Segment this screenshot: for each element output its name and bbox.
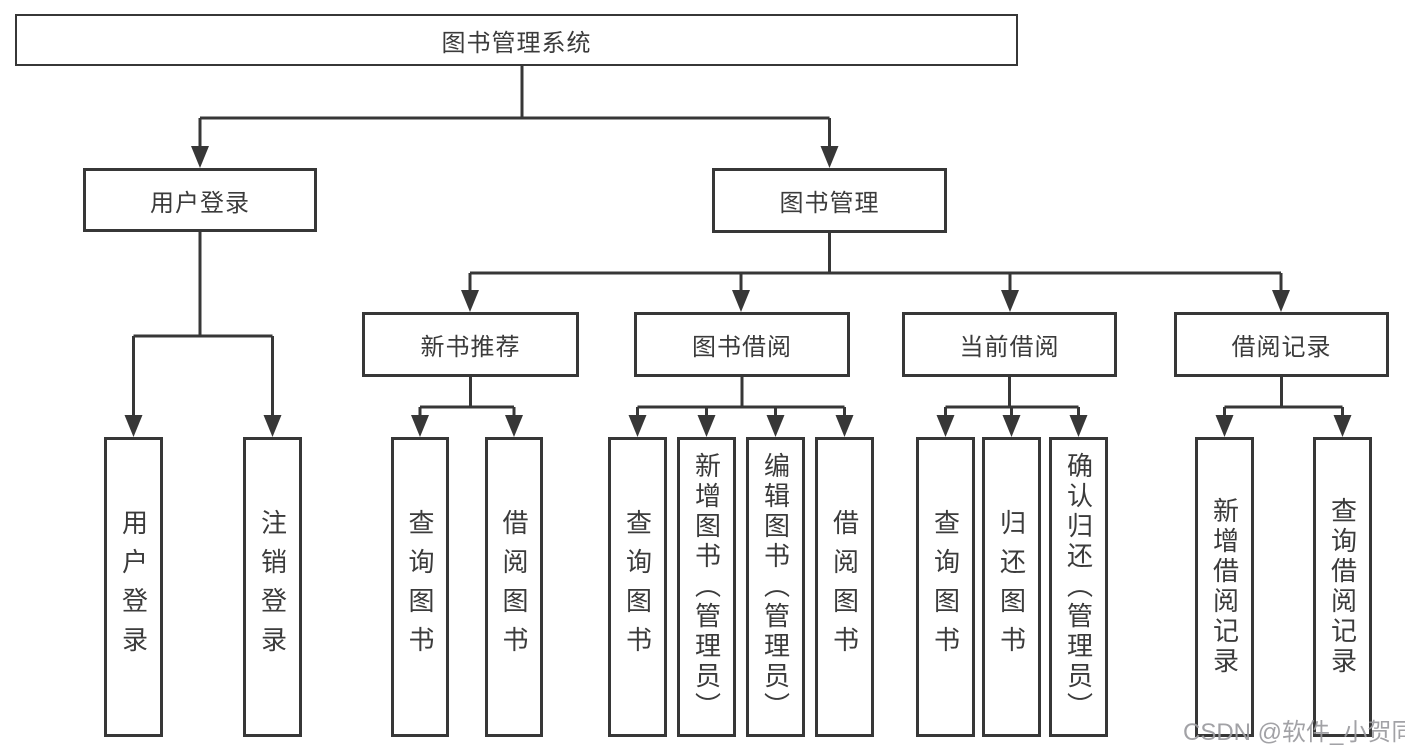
connector-book-borrow-children (636, 377, 846, 417)
node-label: 图书借阅 (692, 334, 792, 361)
connector-borrow-records-children (1223, 377, 1344, 417)
node-label: 新增借阅记录 (1209, 497, 1240, 677)
node-label: 当前借阅 (959, 334, 1060, 361)
leaf-new-book-borrow-books: 借阅图书 (485, 437, 543, 737)
leaf-records-query-borrow-record: 查询借阅记录 (1313, 437, 1372, 737)
node-label: 归还图书 (996, 509, 1027, 665)
node-label: 查询图书 (405, 509, 435, 665)
node-label: 确认归还（管理员） (1063, 452, 1094, 722)
node-library-management-system: 图书管理系统 (15, 14, 1018, 66)
node-label: 用户登录 (118, 509, 149, 665)
leaf-borrow-borrow-books: 借阅图书 (815, 437, 874, 737)
leaf-current-return-books: 归还图书 (982, 437, 1041, 737)
leaf-logout: 注销登录 (243, 437, 302, 737)
node-label: 图书管理 (779, 190, 880, 217)
leaf-borrow-query-books: 查询图书 (608, 437, 667, 737)
leaf-records-add-borrow-record: 新增借阅记录 (1195, 437, 1254, 737)
leaf-new-book-query-books: 查询图书 (391, 437, 449, 737)
leaf-current-confirm-return-admin: 确认归还（管理员） (1049, 437, 1108, 737)
leaf-borrow-add-books-admin: 新增图书（管理员） (677, 437, 736, 737)
node-borrowing-records: 借阅记录 (1174, 312, 1389, 377)
node-label: 查询图书 (930, 509, 961, 665)
node-label: 查询图书 (622, 509, 653, 665)
node-label: 借阅记录 (1231, 334, 1332, 361)
node-label: 新增图书（管理员） (691, 452, 722, 722)
arrowheads-level2 (191, 146, 839, 168)
node-user-login: 用户登录 (83, 168, 317, 232)
arrowheads-book-borrow-children (628, 415, 854, 437)
node-label: 借阅图书 (829, 509, 860, 665)
node-current-borrowing: 当前借阅 (902, 312, 1117, 377)
connector-book-management-to-level3 (468, 233, 1283, 292)
leaf-current-query-books: 查询图书 (916, 437, 975, 737)
node-label: 注销登录 (257, 509, 288, 665)
node-book-borrowing: 图书借阅 (634, 312, 850, 377)
arrowheads-user-login-children (124, 415, 282, 437)
arrowheads-level3 (461, 290, 1290, 312)
node-label: 用户登录 (150, 189, 250, 217)
leaf-user-login: 用户登录 (104, 437, 163, 737)
arrowheads-current-borrow-children (936, 415, 1088, 437)
arrowheads-borrow-records-children (1215, 415, 1352, 437)
connector-current-borrow-children (944, 377, 1080, 417)
node-label: 借阅图书 (499, 509, 529, 665)
node-label: 图书管理系统 (441, 29, 592, 57)
node-label: 新书推荐 (420, 334, 521, 361)
csdn-watermark: CSDN @软件_小贺同学 (1183, 719, 1405, 746)
connector-user-login-children (132, 232, 274, 417)
node-new-book-recommendation: 新书推荐 (362, 312, 579, 377)
connector-new-book-children (418, 377, 516, 417)
node-label: 查询借阅记录 (1327, 497, 1358, 677)
connector-root-to-level2 (198, 66, 831, 148)
leaf-borrow-edit-books-admin: 编辑图书（管理员） (746, 437, 805, 737)
node-label: 编辑图书（管理员） (760, 452, 791, 722)
node-book-management: 图书管理 (712, 168, 947, 233)
arrowheads-new-book-children (411, 415, 523, 437)
